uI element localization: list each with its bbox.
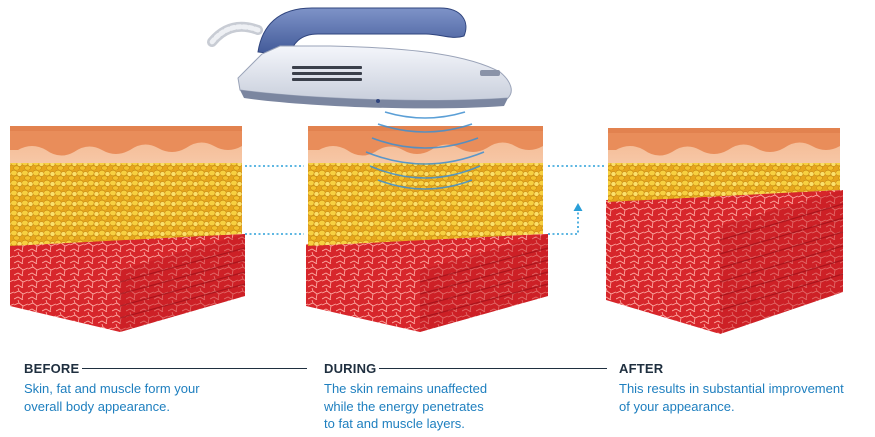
before-tissue-block — [10, 126, 246, 332]
stage-description-before: Skin, fat and muscle form your overall b… — [24, 381, 200, 414]
divider-line — [379, 368, 608, 369]
stage-description-during: The skin remains unaffected while the en… — [324, 381, 488, 431]
during-tissue-block — [306, 111, 549, 332]
after-tissue-block — [606, 128, 844, 334]
guide-lines — [245, 165, 604, 235]
arrow-up-icon — [573, 203, 583, 211]
divider-line — [82, 368, 308, 369]
stage-description-after: This results in substantial improvement … — [619, 381, 844, 414]
stage-title-before: BEFORE — [24, 361, 80, 376]
energy-waves-icon — [365, 111, 485, 190]
caption-during: DURING The skin remains unaffected while… — [324, 361, 608, 433]
caption-before: BEFORE Skin, fat and muscle form your ov… — [24, 361, 308, 415]
stage-title-after: AFTER — [619, 361, 664, 376]
emsculpt-applicator-icon — [207, 7, 512, 109]
caption-after: AFTER This results in substantial improv… — [619, 361, 844, 415]
stage-title-during: DURING — [324, 361, 377, 376]
